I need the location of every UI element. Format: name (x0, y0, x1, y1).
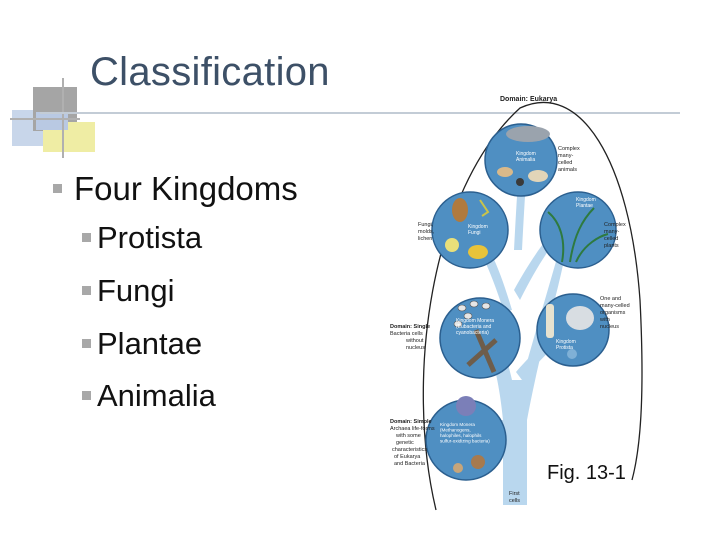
bullet-square (82, 339, 91, 349)
sub-bullet-text: Animalia (97, 378, 216, 413)
sub-bullet-protista: Protista (82, 220, 202, 256)
bullet-square (82, 391, 91, 401)
sub-bullet-animalia: Animalia (82, 378, 216, 414)
slide-title: Classification (90, 50, 330, 94)
title-underline (40, 112, 680, 114)
deco-square-blue (36, 112, 68, 130)
note-fungi: Fungi,molds,lichen (418, 222, 435, 242)
sub-bullet-text: Protista (97, 220, 203, 255)
bullet-square (82, 233, 91, 243)
bullet-square (82, 286, 91, 296)
bullet-text: Four Kingdoms (74, 170, 298, 207)
bullet-square (53, 183, 62, 193)
bullet-four-kingdoms: Four Kingdoms (53, 170, 298, 208)
domain-eukarya-arc (422, 101, 643, 511)
circle-monera-archaea: Kingdom Monera(Methanogens,halophiles, h… (425, 396, 507, 481)
domain-eukarya-label: Domain: Eukarya (500, 96, 557, 103)
deco-line-horizontal (10, 118, 80, 120)
label-kingdom-monera-archaea: Kingdom Monera(Methanogens,halophiles, h… (440, 422, 490, 444)
sub-bullet-fungi: Fungi (82, 273, 175, 309)
figure-caption: Fig. 13-1 (547, 462, 626, 484)
sub-bullet-text: Plantae (97, 326, 203, 361)
sub-bullet-plantae: Plantae (82, 326, 202, 362)
sub-bullet-text: Fungi (97, 273, 175, 308)
